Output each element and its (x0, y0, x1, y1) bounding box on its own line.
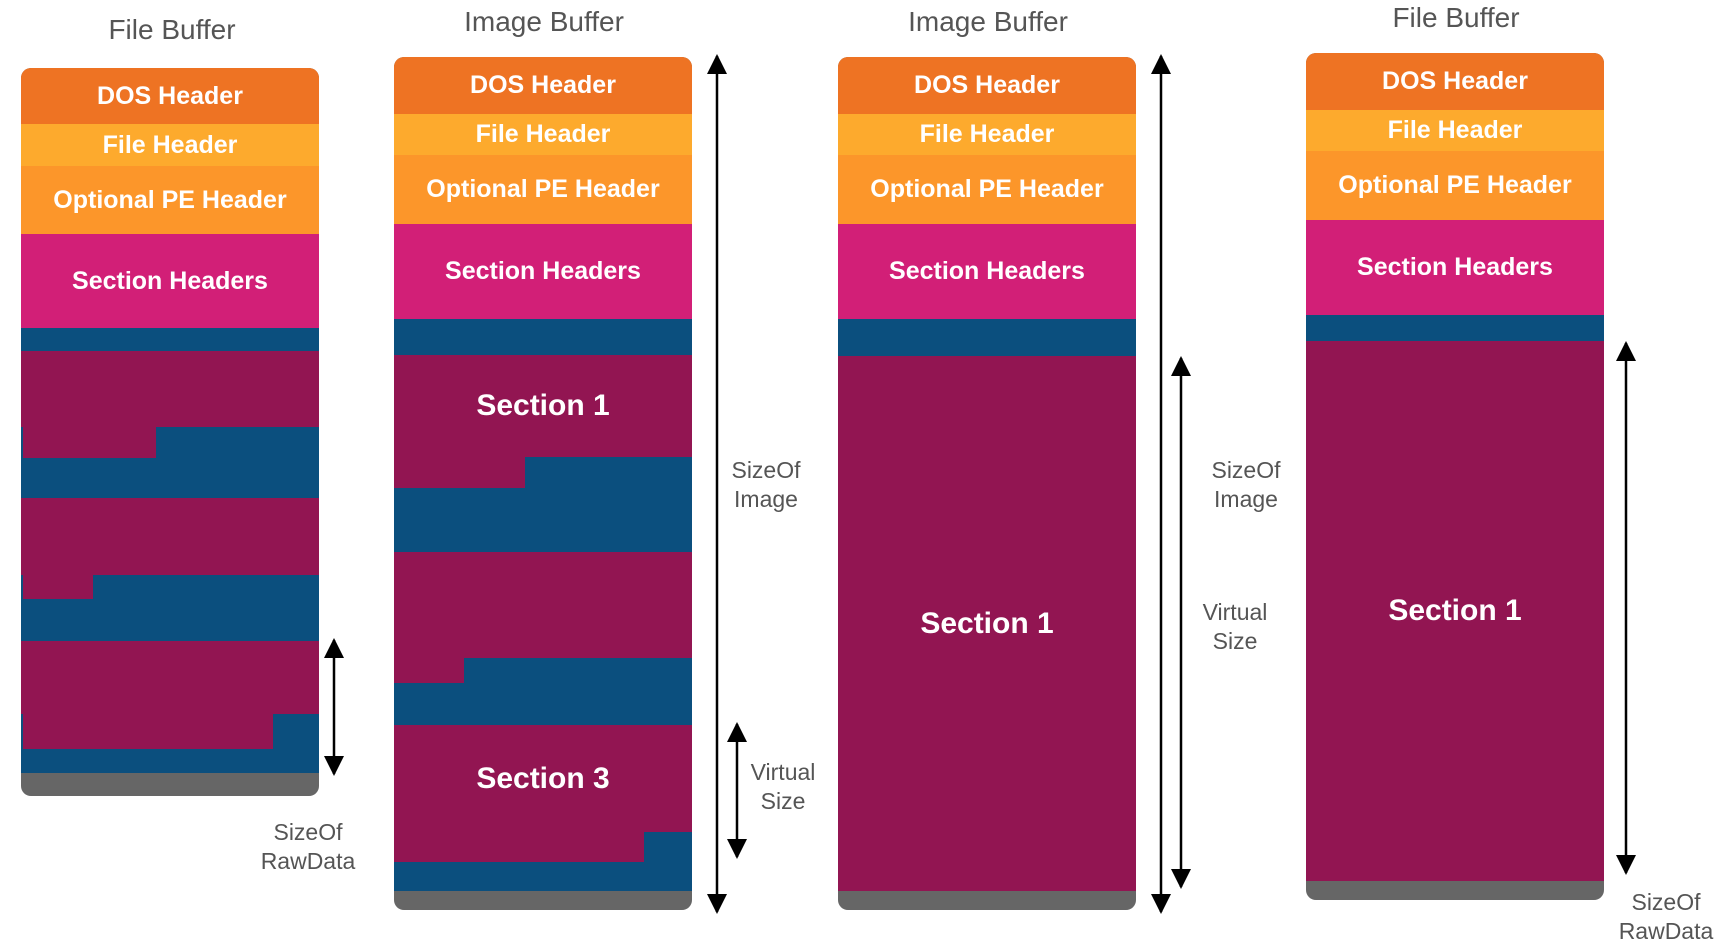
col2-file-header: File Header (394, 114, 692, 155)
col3-optional-pe-header: Optional PE Header (838, 155, 1136, 224)
col1-sizeofrawdata-label: SizeOf RawData (260, 819, 356, 874)
col3-padding-area (838, 319, 1136, 356)
col4-title: File Buffer (1392, 2, 1520, 33)
col1-section1-data (21, 351, 319, 427)
col2-section3-label: Section 3 (476, 761, 610, 795)
col4-section1-block: Section 1 (1306, 341, 1604, 881)
col4-file-buffer: DOS Header File Header Optional PE Heade… (1306, 53, 1604, 900)
col2-image-buffer: DOS Header File Header Optional PE Heade… (394, 57, 692, 910)
col2-title: Image Buffer (464, 6, 624, 37)
col2-section-headers: Section Headers (394, 224, 692, 319)
col1-section2-data-tail (23, 575, 93, 599)
col4-optional-pe-header: Optional PE Header (1306, 151, 1604, 220)
col1-section1-data-tail (23, 427, 156, 458)
col3-sizeofimage-label: SizeOf Image (1211, 457, 1281, 512)
col2-dos-header: DOS Header (394, 57, 692, 114)
col4-section-headers: Section Headers (1306, 220, 1604, 315)
col4-dos-header: DOS Header (1306, 53, 1604, 110)
col1-file-buffer: DOS Header File Header Optional PE Heade… (21, 68, 319, 796)
col3-title: Image Buffer (908, 6, 1068, 37)
col2-section1-label: Section 1 (476, 389, 610, 422)
col2-virtualsize-label: Virtual Size (750, 759, 816, 814)
col3-dos-header: DOS Header (838, 57, 1136, 114)
col2-section2-block (394, 552, 692, 658)
col2-optional-pe-header: Optional PE Header (394, 155, 692, 224)
col2-section3-block-tail (394, 832, 644, 862)
col1-section-headers: Section Headers (21, 234, 319, 328)
col4-file-header: File Header (1306, 110, 1604, 151)
col2-section1-block (394, 355, 692, 457)
col3-file-header: File Header (838, 114, 1136, 155)
col3-virtualsize-label: Virtual Size (1202, 599, 1268, 654)
col1-section3-data (21, 641, 319, 714)
col2-sizeofimage-label: SizeOf Image (731, 457, 801, 512)
col1-section3-data-tail (23, 714, 273, 749)
col3-image-buffer: DOS Header File Header Optional PE Heade… (838, 57, 1136, 910)
col3-section1-block: Section 1 (838, 356, 1136, 891)
col1-section2-data (21, 498, 319, 575)
col4-padding-area (1306, 315, 1604, 341)
col1-dos-header: DOS Header (21, 68, 319, 124)
col1-file-header: File Header (21, 124, 319, 166)
col1-title: File Buffer (108, 14, 236, 45)
col3-section-headers: Section Headers (838, 224, 1136, 319)
col1-optional-pe-header: Optional PE Header (21, 166, 319, 234)
col2-section3-block (394, 725, 692, 832)
col4-sizeofrawdata-label: SizeOf RawData (1618, 889, 1714, 944)
col2-section1-block-tail (394, 457, 525, 488)
col2-section2-block-tail (394, 658, 464, 683)
